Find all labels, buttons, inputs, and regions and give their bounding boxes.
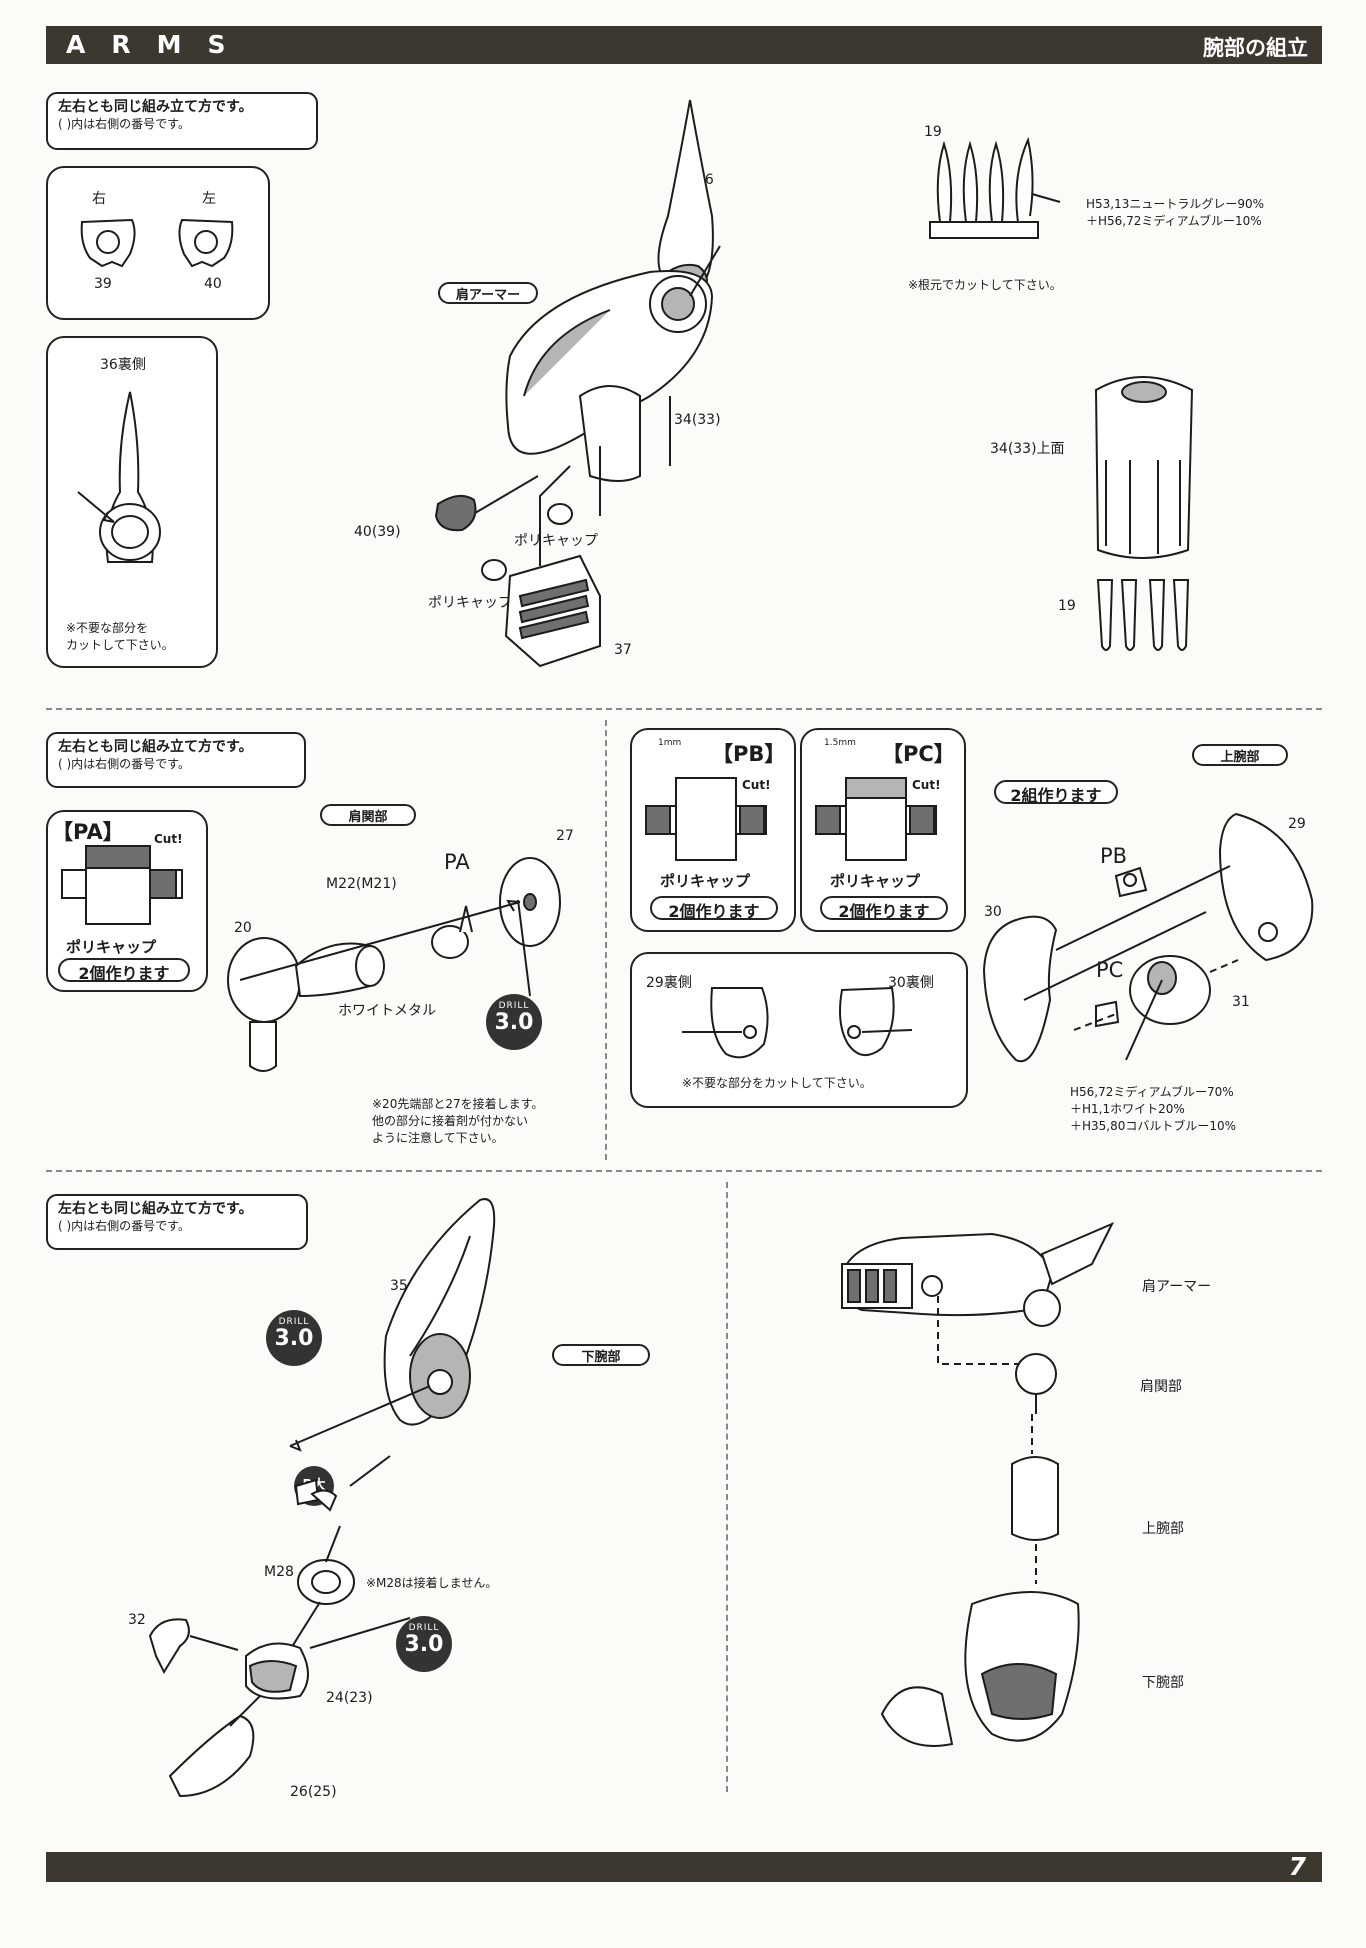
label-right: 右 [92, 191, 106, 207]
part-label-m28: M28 [264, 1564, 294, 1580]
cut-unneeded-note: ※不要な部分をカットして下さい。 [682, 1076, 872, 1090]
polycap-label: ポリキャップ [660, 872, 751, 890]
instruction-note: 左右とも同じ組み立て方です。( )内は右側の番号です。 [46, 1194, 308, 1250]
part-label-pb: PB [1100, 844, 1128, 868]
polycap-label: ポリキャップ [830, 872, 921, 890]
shoulder-joint-assembly-illustration [227, 857, 561, 1072]
cut-label: Cut! [912, 778, 941, 792]
badge-shoulder-armor: 肩アーマー [438, 282, 538, 304]
part-34-33-top-illustration [1094, 376, 1194, 651]
column-divider [726, 1182, 728, 1792]
upper-arm-assembly-illustration [982, 812, 1314, 1063]
badge-upper-arm: 上腕部 [1192, 744, 1288, 766]
paint-note-claws: H53,13ニュートラルグレー90%＋H56,72ミディアムブルー10% [1086, 197, 1265, 228]
badge-lower-arm: 下腕部 [552, 1344, 650, 1366]
paint-note-upper-arm: H56,72ミディアムブルー70%＋H1,1ホワイト20%＋H35,80コバルト… [1070, 1085, 1237, 1133]
section-divider [46, 708, 1322, 710]
part-label-27: 27 [556, 828, 574, 844]
section-title: 腕部の組立 [1203, 36, 1308, 60]
part-label-29: 29 [1288, 816, 1306, 832]
label-shoulder-joint: 肩関部 [1140, 1379, 1182, 1395]
part-label-40: 40 [204, 276, 222, 292]
part-36-back-illustration [77, 391, 161, 563]
pb-mm-label: 1mm [658, 738, 682, 748]
instruction-note: 左右とも同じ組み立て方です。( )内は右側の番号です。 [46, 92, 318, 150]
part-label-24-23: 24(23) [326, 1690, 373, 1706]
back30-title: 30裏側 [888, 975, 934, 991]
header-title: ARMS [66, 30, 252, 59]
footer-bar: 7 [46, 1852, 1322, 1882]
header-bar: ARMS 腕部の組立 [46, 26, 1322, 64]
part-label-26-25: 26(25) [290, 1784, 337, 1800]
back-view-panel-29-30: 29裏側 30裏側 ※不要な部分をカットして下さい。 [630, 952, 968, 1108]
pc-polycap-panel: 1.5mm 【PC】 Cut! ポリキャップ 2個作ります [800, 728, 966, 932]
cut-note: ※不要な部分をカットして下さい。 [66, 621, 174, 652]
arm-final-assembly-illustration [840, 1222, 1115, 1747]
label-lower-arm: 下腕部 [1142, 1675, 1184, 1691]
part-label-30: 30 [984, 904, 1002, 920]
pb-title: 【PB】 [712, 742, 786, 766]
cut-label: Cut! [154, 832, 183, 846]
top-view-title: 34(33)上面 [990, 441, 1065, 457]
pa-polycap-panel: 【PA】 Cut! ポリキャップ 2個作ります [46, 810, 208, 992]
page-number: 7 [1288, 1852, 1306, 1881]
part-label-m22: M22(M21) [326, 876, 397, 892]
part-label-35: 35 [390, 1278, 408, 1294]
parts-29-30-back-illustration [682, 986, 913, 1059]
part-label-pa: PA [444, 850, 470, 874]
make2-badge: 2個作ります [820, 896, 948, 921]
part-39-40-illustration [80, 218, 234, 268]
polycap-label: ポリキャップ [66, 938, 157, 956]
part-label-19: 19 [924, 124, 942, 140]
pa-polycap-diagram [61, 845, 183, 925]
instruction-note: 左右とも同じ組み立て方です。( )内は右側の番号です。 [46, 732, 306, 788]
column-divider [605, 720, 607, 1160]
back-view-title: 36裏側 [100, 357, 146, 373]
label-left: 左 [202, 191, 216, 207]
pa-title: 【PA】 [52, 820, 124, 844]
badge-shoulder-joint: 肩関部 [320, 804, 416, 826]
pb-polycap-panel: 1mm 【PB】 Cut! ポリキャップ 2個作ります [630, 728, 796, 932]
part-label-20: 20 [234, 920, 252, 936]
shoulder-armor-assembly-illustration [434, 99, 721, 668]
claws-19-sprue-illustration [929, 136, 1061, 239]
make2-badge: 2個作ります [58, 958, 190, 983]
back-view-panel-36: 36裏側 ※不要な部分をカットして下さい。 [46, 336, 218, 668]
cut-base-note: ※根元でカットして下さい。 [908, 278, 1062, 292]
label-upper-arm: 上腕部 [1142, 1521, 1184, 1537]
parts-panel-39-40: 右 左 39 40 [46, 166, 270, 320]
cut-label: Cut! [742, 778, 771, 792]
lower-arm-assembly-illustration [148, 1198, 496, 1798]
glue-note: ※20先端部と27を接着します。他の部分に接着剤が付かないように注意して下さい。 [372, 1097, 544, 1145]
pc-title: 【PC】 [882, 742, 955, 766]
pc-polycap-diagram [815, 777, 937, 861]
back29-title: 29裏側 [646, 975, 692, 991]
pb-polycap-diagram [645, 777, 767, 861]
white-metal-label: ホワイトメタル [338, 1003, 436, 1019]
polycap-label-1: ポリキャップ [514, 533, 598, 549]
m28-note: ※M28は接着しません。 [366, 1576, 498, 1590]
part-label-31: 31 [1232, 994, 1250, 1010]
part-label-34-33: 34(33) [674, 412, 721, 428]
section-divider [46, 1170, 1322, 1172]
make2sets-badge: 2組作ります [994, 780, 1118, 805]
part-label-37: 37 [614, 642, 632, 658]
label-shoulder-armor: 肩アーマー [1142, 1279, 1212, 1295]
pc-mm-label: 1.5mm [824, 738, 856, 748]
make2-badge: 2個作ります [650, 896, 778, 921]
part-label-32: 32 [128, 1612, 146, 1628]
polycap-label-2: ポリキャップ [428, 595, 512, 611]
part-label-40-39: 40(39) [354, 524, 401, 540]
part-label-19b: 19 [1058, 598, 1076, 614]
part-label-39: 39 [94, 276, 112, 292]
